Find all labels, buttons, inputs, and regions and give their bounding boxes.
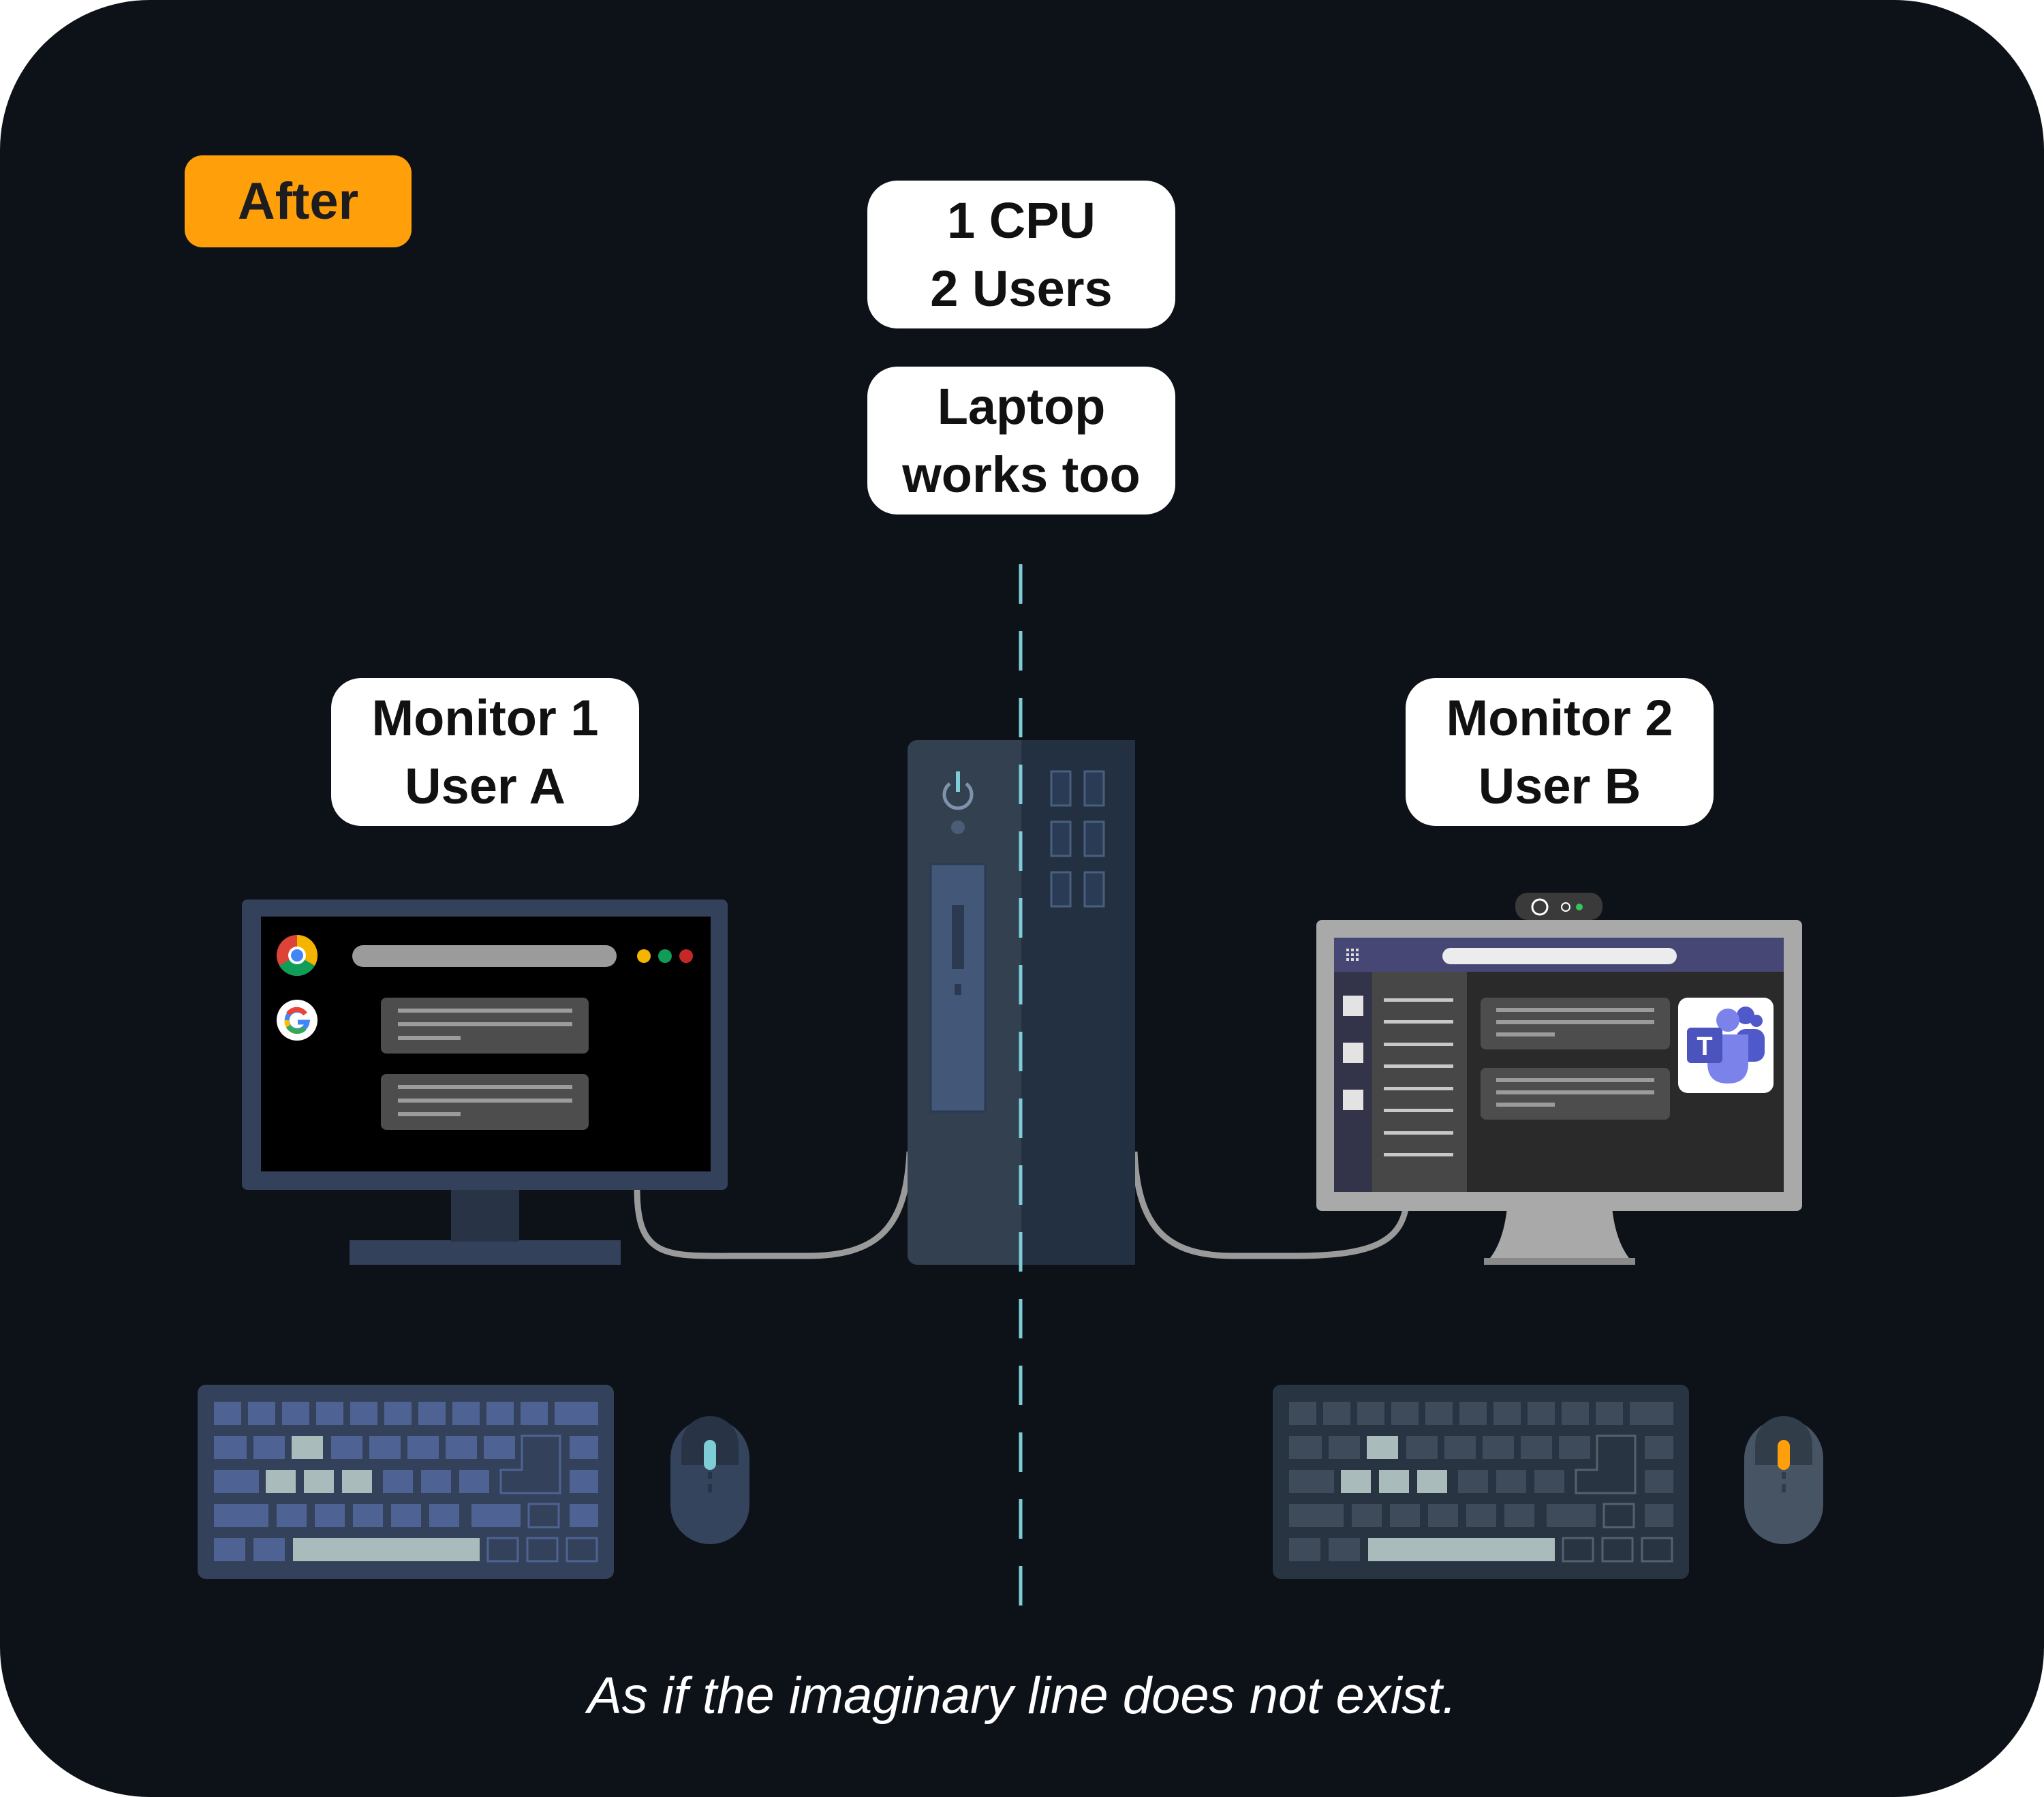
- teams-icon: T: [1678, 998, 1774, 1093]
- cable-left: [634, 1151, 913, 1259]
- cpu-vent-slots: [1050, 770, 1105, 908]
- monitor-1-label: Monitor 1 User A: [331, 678, 639, 826]
- after-badge: After: [185, 155, 412, 247]
- monitor-1-label-line1: Monitor 1: [371, 689, 599, 746]
- cpu-label-line1: 1 CPU: [947, 191, 1096, 249]
- laptop-label-line2: works too: [902, 446, 1141, 503]
- monitor-2-label-line1: Monitor 2: [1446, 689, 1673, 746]
- webcam-lens-icon: [1531, 898, 1549, 916]
- caption: As if the imaginary line does not exist.: [587, 1667, 1457, 1725]
- power-icon: [942, 771, 974, 810]
- monitor-2-stand: [1484, 1208, 1635, 1265]
- keyboard-user-a: [198, 1385, 614, 1579]
- mouse-user-a: [670, 1416, 749, 1544]
- teams-chat-list: [1372, 972, 1467, 1192]
- window-dot-red: [679, 949, 693, 963]
- mouse-user-b: [1744, 1416, 1823, 1544]
- keyboard-user-b: [1273, 1385, 1689, 1579]
- teams-icon-letter: T: [1697, 1032, 1712, 1061]
- monitor-1-stand-base: [350, 1240, 621, 1265]
- mouse-a-scroll-wheel: [704, 1440, 716, 1470]
- browser-address-bar: [352, 945, 617, 967]
- monitor-1-stand-neck: [451, 1187, 519, 1242]
- app-grid-icon: [1346, 949, 1359, 961]
- cpu-label-line2: 2 Users: [930, 260, 1113, 317]
- webcam: [1515, 893, 1602, 920]
- cable-right: [1131, 1151, 1410, 1259]
- teams-search-bar: [1442, 948, 1677, 964]
- mouse-b-scroll-wheel: [1778, 1440, 1790, 1470]
- monitor-2-label-line2: User B: [1478, 757, 1641, 814]
- window-dot-yellow: [637, 949, 651, 963]
- laptop-label-line1: Laptop: [937, 378, 1106, 435]
- laptop-label: Laptop works too: [867, 367, 1175, 514]
- cpu-led: [951, 820, 965, 834]
- google-icon: [277, 1000, 318, 1041]
- cpu-users-label: 1 CPU 2 Users: [867, 181, 1175, 328]
- after-badge-label: After: [237, 172, 359, 230]
- monitor-1-label-line2: User A: [405, 757, 566, 814]
- chrome-icon: [277, 935, 318, 977]
- window-dot-green: [658, 949, 672, 963]
- monitor-1: [242, 900, 728, 1265]
- monitor-2-label: Monitor 2 User B: [1406, 678, 1714, 826]
- monitor-2: T: [1316, 893, 1802, 1265]
